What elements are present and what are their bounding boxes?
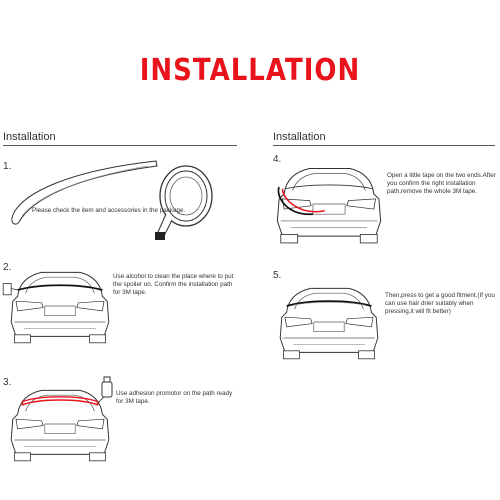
step-3-text: Use adhesion promotor on the path ready …	[116, 390, 233, 405]
step-5-number: 5.	[273, 270, 282, 281]
step-3-number: 3.	[3, 377, 12, 388]
step-2-number: 2.	[3, 262, 12, 273]
right-divider	[273, 145, 495, 146]
step-4-number: 4.	[273, 154, 282, 165]
step-1-text: Please check the item and accessories in…	[32, 207, 186, 214]
car-rear-icon	[10, 389, 110, 462]
left-divider	[3, 145, 237, 146]
spoiler-icon	[11, 160, 158, 225]
car-rear-icon	[279, 287, 379, 360]
tape-roll-icon	[155, 165, 213, 240]
car-rear-icon	[276, 167, 382, 244]
page-title: INSTALLATION	[139, 53, 361, 89]
spray-bottle-icon	[101, 376, 113, 398]
car-rear-icon	[2, 271, 110, 344]
step-4-text: Open a little tape on the two ends.After…	[387, 172, 496, 195]
step-5-text: Then,press to get a good fitment.(If you…	[385, 292, 495, 315]
step-2-text: Use alcohol to clean the place where to …	[113, 273, 234, 296]
step-1-number: 1.	[3, 161, 12, 172]
left-column-heading: Installation	[3, 131, 56, 143]
right-column-heading: Installation	[273, 131, 326, 143]
